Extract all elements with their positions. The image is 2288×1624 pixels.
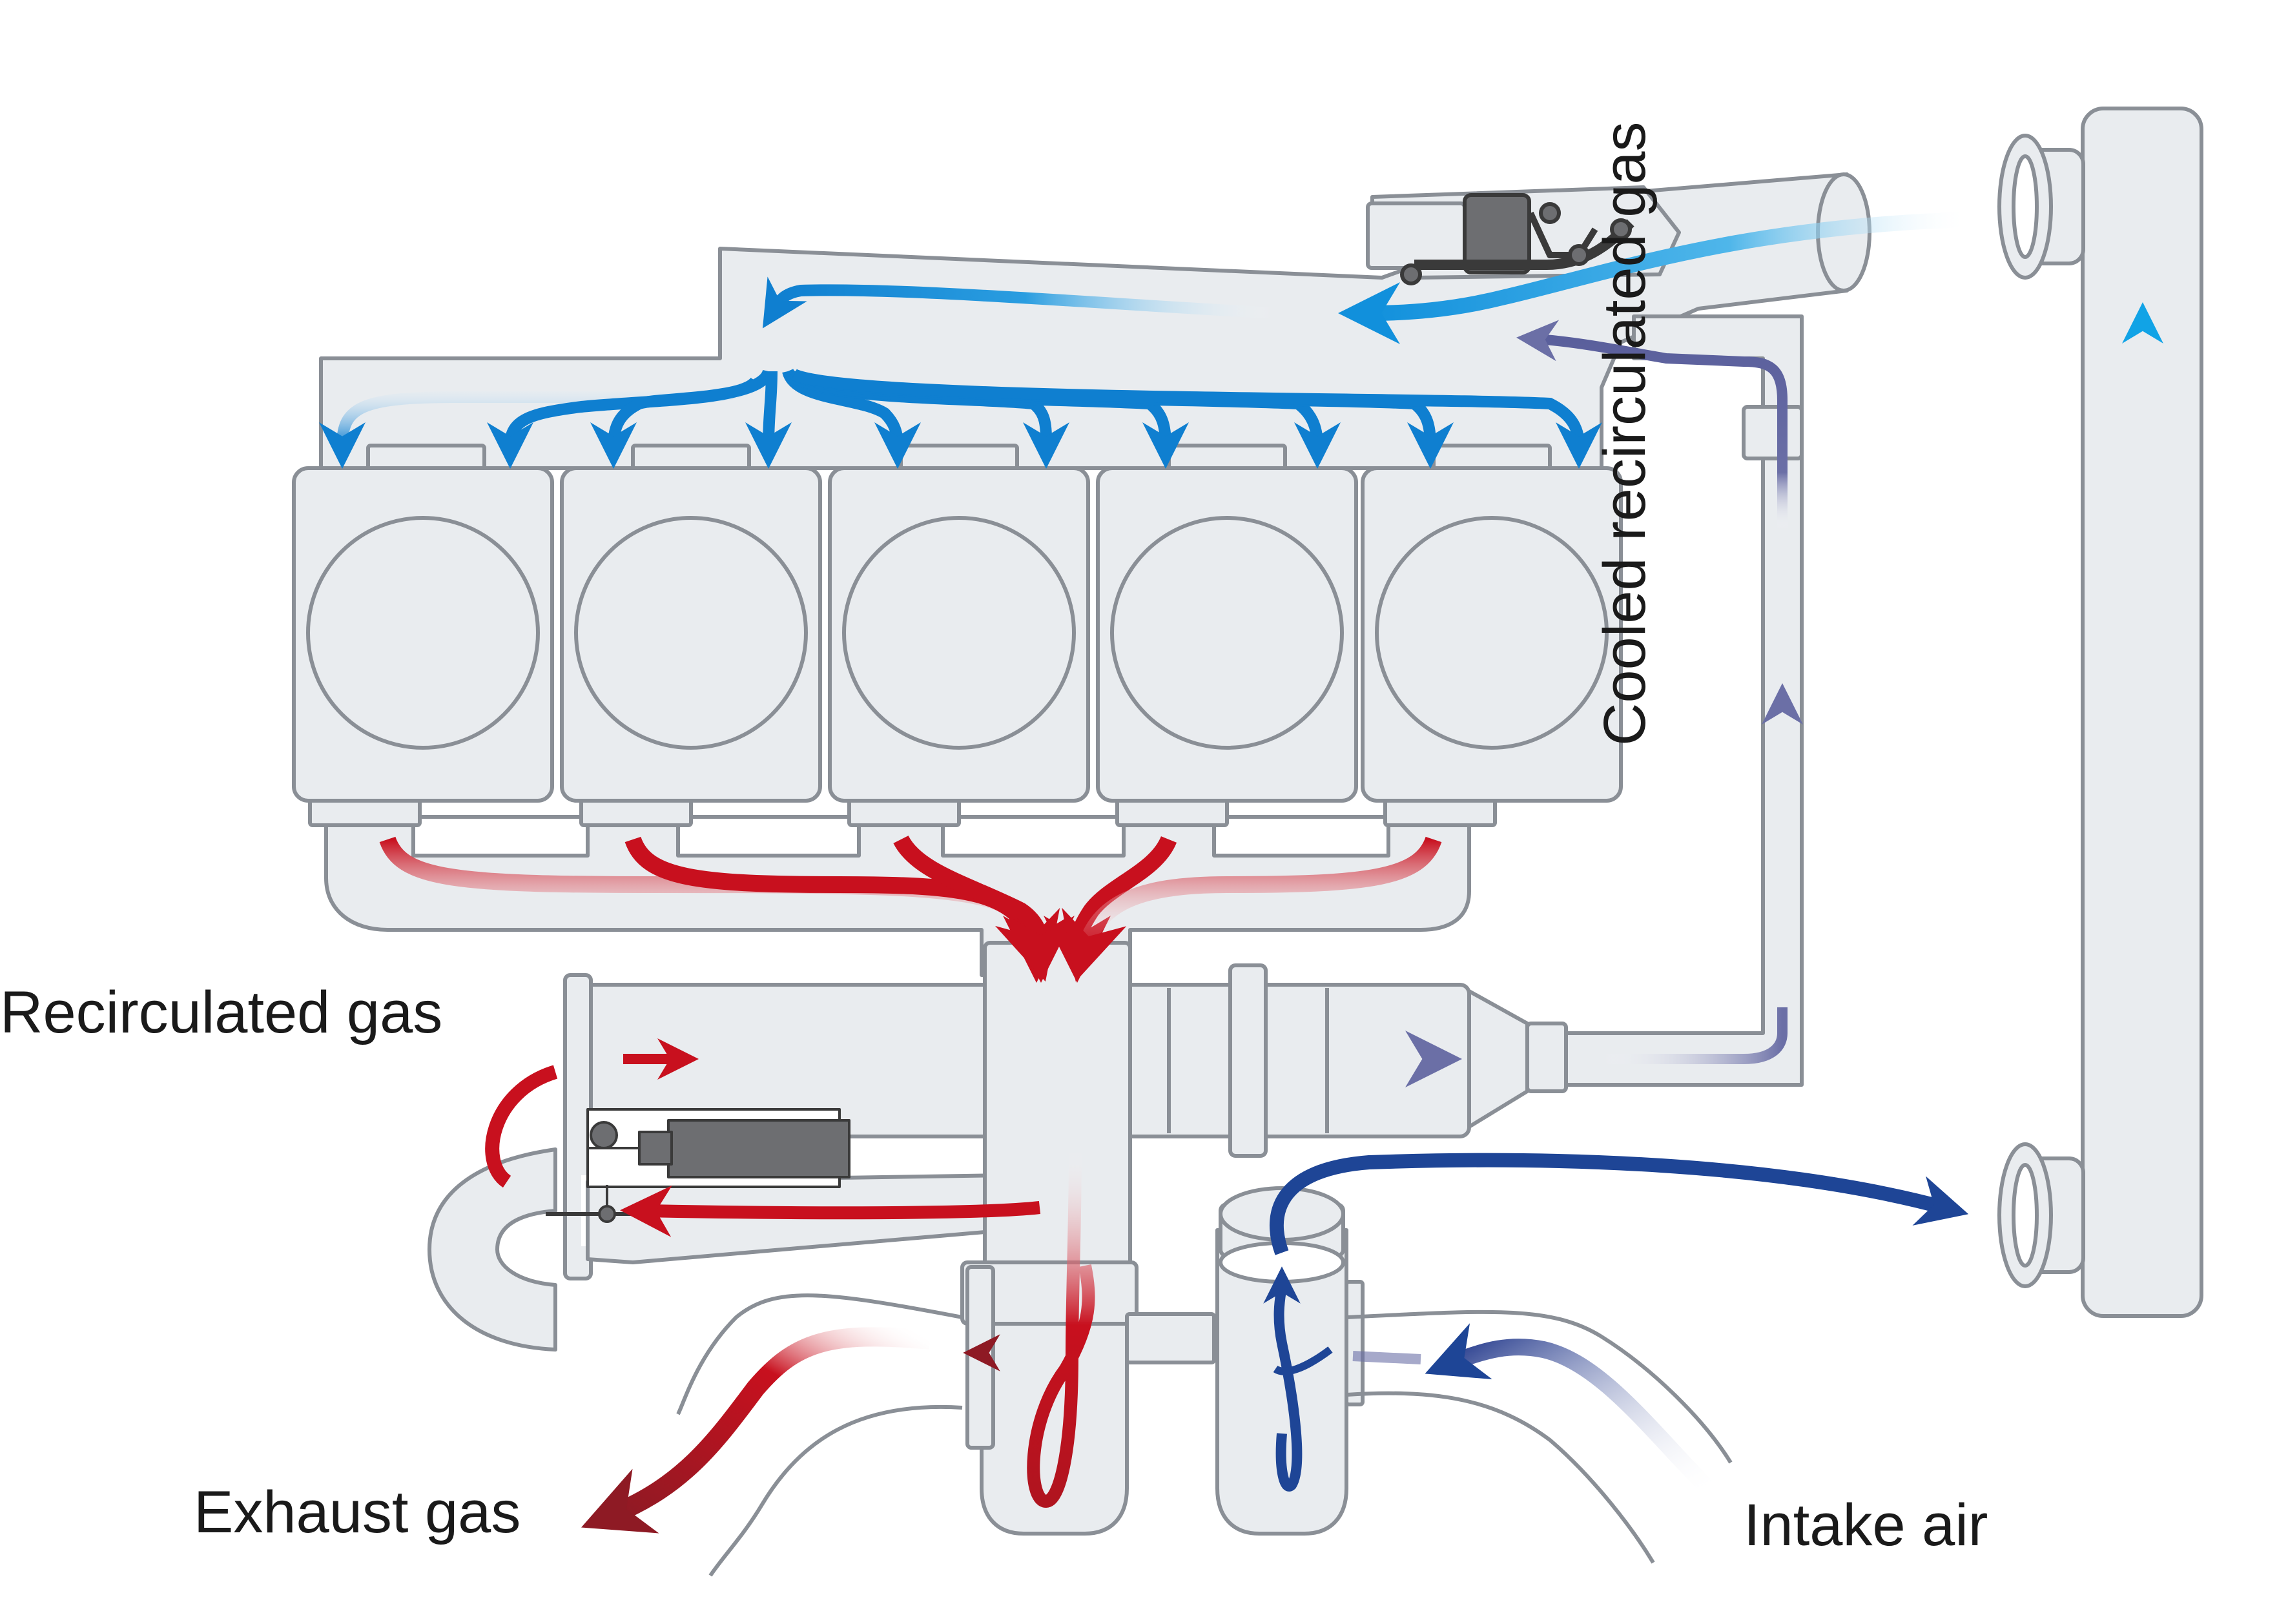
flow-charge-top <box>762 276 1276 329</box>
flow-compressor-swirl <box>1263 1266 1303 1492</box>
egr-actuator <box>546 1108 850 1223</box>
flow-cooled-low <box>1602 1007 1788 1064</box>
cylinder-3 <box>828 466 1090 803</box>
label-exhaust-gas: Exhaust gas <box>194 1479 521 1545</box>
cylinder-1 <box>292 466 554 803</box>
flow-intake-distribution <box>319 367 1602 469</box>
cylinder-2 <box>560 466 822 803</box>
flow-to-cooler <box>1270 1153 1969 1255</box>
cylinder-head <box>308 444 1552 827</box>
label-cooled-recirculated-gas: Cooled recirculated gas <box>1592 121 1658 746</box>
cylinder-4 <box>1096 466 1358 803</box>
flow-exhaust-manifold <box>379 835 1442 983</box>
flow-charge-in <box>1338 212 1970 344</box>
flow-egr-return <box>620 1185 1041 1237</box>
label-intake-air: Intake air <box>1744 1492 1988 1558</box>
exhaust-outlet-duct <box>676 1293 963 1577</box>
flow-exhaust-out <box>581 1327 931 1534</box>
flow-cooled-top <box>1516 320 1788 529</box>
flow-compressor-swirl-2 <box>1273 1346 1333 1375</box>
turbo-shaft <box>1125 1312 1216 1364</box>
throttle-actuator <box>1366 185 1681 285</box>
compressor <box>1215 1186 1365 1536</box>
cylinder-5 <box>1361 466 1623 803</box>
intake-air-duct <box>1346 1310 1733 1564</box>
label-recirculated-gas: Recirculated gas <box>0 980 443 1045</box>
label-cooled-recirculated-gas-text: Cooled recirculated gas <box>1592 121 1658 746</box>
flow-egr-curl <box>485 1065 558 1188</box>
turbine <box>960 941 1139 1536</box>
flow-intake-air <box>1425 1323 1718 1498</box>
flow-compressor-in <box>1352 1351 1421 1364</box>
charge-air-cooler <box>1997 107 2203 1318</box>
flow-hot-down <box>1027 1149 1095 1508</box>
